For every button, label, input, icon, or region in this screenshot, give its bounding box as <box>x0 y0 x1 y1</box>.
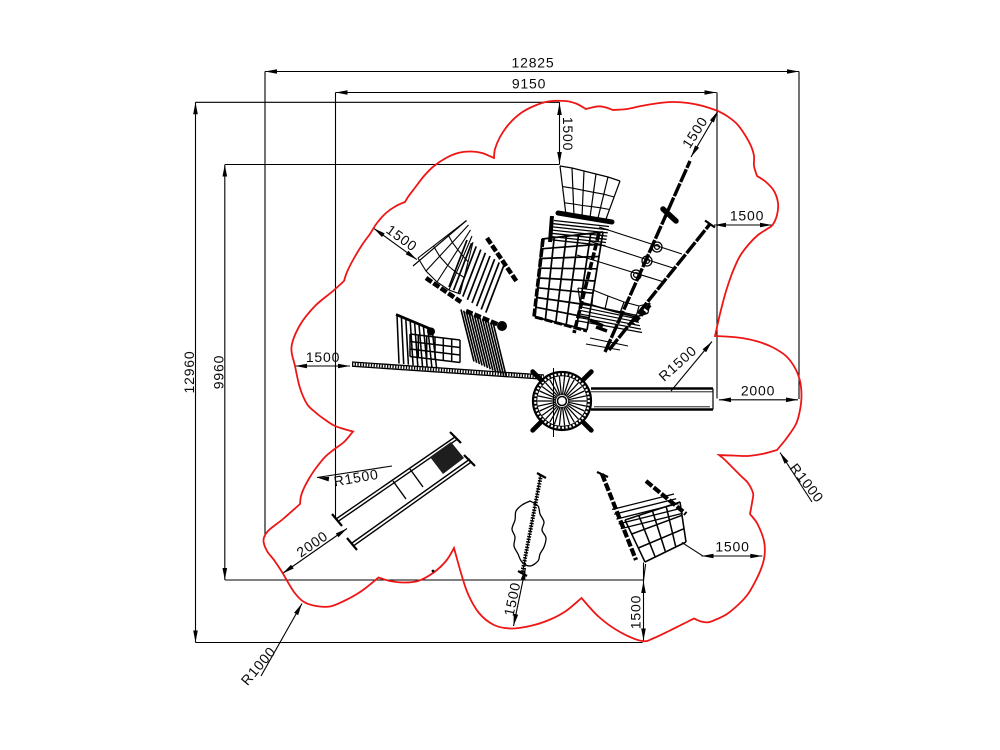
svg-text:9150: 9150 <box>512 76 546 92</box>
svg-text:1500: 1500 <box>730 208 764 224</box>
svg-text:R1500: R1500 <box>332 466 379 490</box>
svg-text:2000: 2000 <box>741 383 775 399</box>
svg-text:12960: 12960 <box>181 351 197 394</box>
svg-text:12825: 12825 <box>512 55 555 71</box>
svg-text:9960: 9960 <box>211 355 227 389</box>
svg-text:1500: 1500 <box>560 117 576 151</box>
svg-text:1500: 1500 <box>501 580 524 617</box>
svg-text:1500: 1500 <box>306 349 340 365</box>
svg-text:1500: 1500 <box>628 595 644 629</box>
svg-text:1500: 1500 <box>715 539 749 555</box>
